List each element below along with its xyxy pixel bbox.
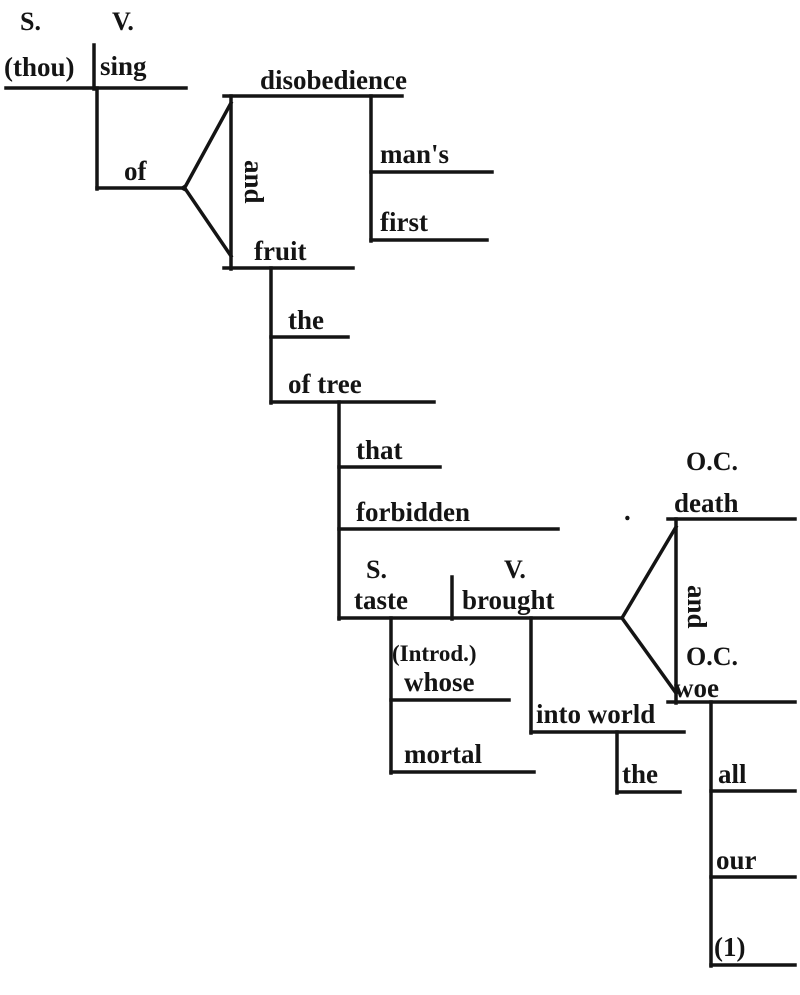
- object-woe-word: woe: [674, 673, 719, 703]
- fork1-top-slant: [181, 100, 234, 192]
- stray-period-mark: .: [624, 496, 631, 526]
- modifier-first-word: first: [380, 207, 428, 237]
- modifier-all-word: all: [718, 759, 747, 789]
- fork1-bottom-slant: [181, 184, 234, 259]
- subject-relative-word: taste: [354, 585, 408, 615]
- modifier-the-fruit-word: the: [288, 305, 324, 335]
- prep-of-tree-word: of tree: [288, 369, 362, 399]
- modifier-that-word: that: [356, 435, 403, 465]
- object-disobedience-word: disobedience: [260, 65, 407, 95]
- object-complement-tag-woe: O.C.: [686, 642, 738, 671]
- subject-main-word: (thou): [4, 52, 75, 82]
- verb-tag-main: V.: [112, 7, 134, 36]
- verb-main-word: sing: [100, 51, 147, 81]
- object-death-word: death: [674, 488, 739, 518]
- subject-tag-main: S.: [20, 7, 41, 36]
- prep-of-word: of: [124, 156, 148, 186]
- verb-tag-relative: V.: [504, 555, 526, 584]
- modifier-mans-word: man's: [380, 139, 449, 169]
- modifier-the-world-word: the: [622, 759, 658, 789]
- introd-note: (Introd.): [392, 641, 477, 666]
- modifier-our-word: our: [716, 845, 757, 875]
- page-number: (1): [714, 932, 745, 962]
- object-fruit-word: fruit: [254, 236, 306, 266]
- conjunction-and-1: and: [239, 160, 269, 204]
- verb-relative-word: brought: [462, 585, 555, 615]
- subject-tag-relative: S.: [366, 555, 387, 584]
- fork2-top-slant: [619, 524, 679, 621]
- fork2-bottom-slant: [619, 615, 679, 696]
- conjunction-and-2: and: [682, 585, 712, 629]
- object-complement-tag-death: O.C.: [686, 447, 738, 476]
- modifier-whose-word: whose: [404, 667, 475, 697]
- modifier-mortal-word: mortal: [404, 739, 482, 769]
- modifier-forbidden-word: forbidden: [356, 497, 470, 527]
- prep-into-world-word: into world: [536, 699, 655, 729]
